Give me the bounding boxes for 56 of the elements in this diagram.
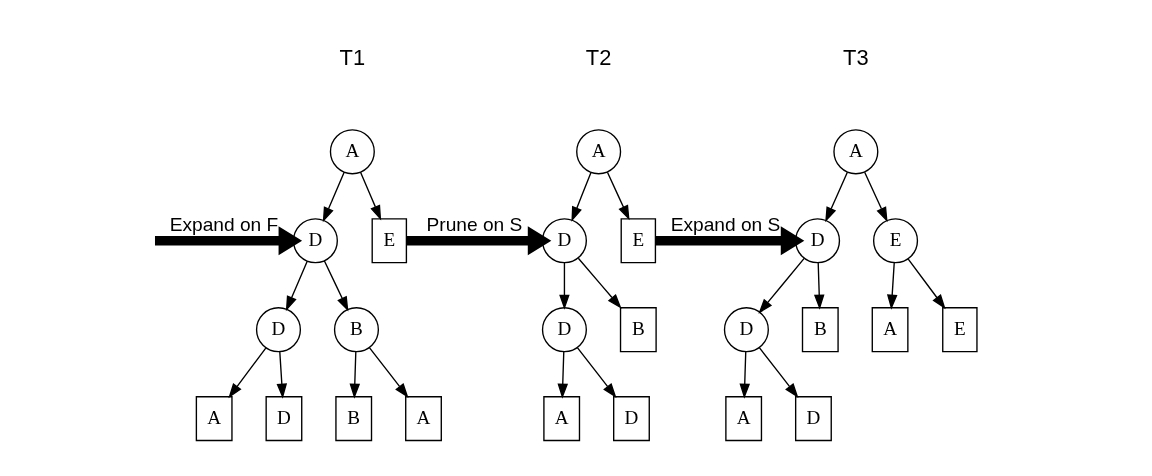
- node-circle: D: [292, 218, 338, 264]
- arrow: [863, 171, 888, 223]
- node-circle: D: [723, 307, 769, 353]
- node-box: E: [941, 307, 978, 353]
- arrow: [757, 257, 805, 314]
- arrow: [276, 351, 287, 399]
- node-box: A: [871, 307, 909, 353]
- node-box: A: [724, 396, 762, 442]
- node-box: D: [794, 396, 832, 442]
- arrow: [758, 346, 798, 399]
- node-box: B: [334, 396, 372, 442]
- node-circle: A: [329, 129, 375, 175]
- arrow: [655, 226, 804, 256]
- arrow: [558, 262, 570, 310]
- arrow: [577, 257, 622, 309]
- node-circle: A: [832, 129, 878, 175]
- arrow: [406, 226, 551, 256]
- node-box: A: [404, 396, 442, 442]
- arrow: [907, 258, 946, 310]
- node-circle: D: [794, 218, 840, 264]
- arrow: [576, 346, 617, 399]
- node-circle: A: [575, 129, 621, 175]
- edge-label: Prune on S: [426, 214, 522, 236]
- node-box: D: [264, 396, 302, 442]
- node-box: E: [371, 218, 407, 264]
- node-box: B: [619, 307, 657, 353]
- arrow: [813, 262, 824, 310]
- arrow: [323, 260, 348, 312]
- label: T3: [842, 45, 869, 71]
- edge-label: Expand on F: [169, 214, 278, 236]
- label: T2: [585, 45, 611, 71]
- arrow: [824, 171, 848, 223]
- node-circle: E: [872, 218, 918, 264]
- node-circle: B: [333, 307, 379, 353]
- node-box: A: [195, 396, 233, 442]
- arrow: [359, 171, 381, 221]
- arrow: [285, 260, 308, 312]
- arrow: [154, 226, 302, 256]
- arrow: [349, 351, 360, 399]
- node-box: B: [801, 307, 839, 353]
- edge-label: Expand on S: [670, 214, 780, 236]
- node-box: E: [620, 218, 656, 264]
- node-box: A: [542, 396, 580, 442]
- label: T1: [339, 45, 365, 71]
- arrow: [570, 172, 592, 222]
- node-circle: D: [541, 307, 587, 353]
- arrow: [322, 171, 345, 223]
- arrow: [738, 351, 750, 399]
- arrow: [368, 346, 409, 399]
- node-circle: D: [541, 218, 587, 264]
- node-box: D: [612, 396, 650, 442]
- arrow: [227, 347, 266, 399]
- arrow: [886, 262, 897, 310]
- node-circle: D: [255, 307, 301, 353]
- arrow: [606, 171, 630, 221]
- arrow: [557, 351, 568, 399]
